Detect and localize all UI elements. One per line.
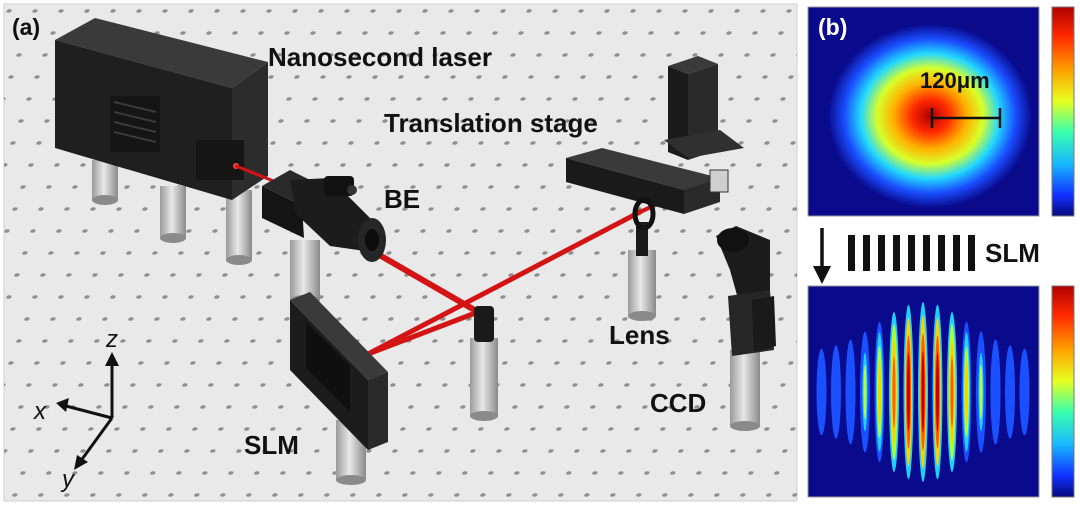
slm-label: SLM — [244, 432, 299, 458]
fringe — [936, 353, 939, 432]
fringe — [994, 368, 997, 415]
fringe — [907, 353, 910, 432]
fringe — [1009, 371, 1012, 413]
fringe — [922, 352, 925, 433]
ccd-label: CCD — [650, 390, 706, 416]
interference-fringes-heatmap — [808, 286, 1039, 497]
fringe — [893, 356, 896, 428]
slm-grating-label: SLM — [985, 240, 1040, 266]
lens-label: Lens — [609, 322, 670, 348]
fringe — [965, 360, 968, 423]
x-axis-label: x — [34, 400, 46, 424]
down-arrow-icon — [813, 228, 831, 284]
fringe — [835, 371, 838, 413]
be-label: BE — [384, 186, 420, 212]
fringe — [1023, 373, 1026, 412]
top-colorbar — [1052, 7, 1074, 216]
bottom-colorbar — [1052, 286, 1074, 497]
y-axis-label: y — [62, 468, 74, 492]
fringe — [878, 360, 881, 423]
panel-a-tag: (a) — [12, 16, 40, 39]
panel-b-tag: (b) — [818, 16, 847, 39]
laser-label: Nanosecond laser — [268, 44, 492, 70]
panel-a — [4, 4, 797, 501]
slm-grating-icon — [848, 235, 975, 271]
stage-label: Translation stage — [384, 110, 598, 136]
fringe — [849, 368, 852, 415]
scale-bar-label: 120μm — [920, 70, 990, 92]
fringe — [820, 373, 823, 412]
fringe — [980, 365, 983, 420]
fringe — [864, 365, 867, 420]
fringe — [951, 356, 954, 428]
mirror-icon — [470, 306, 498, 421]
z-axis-label: z — [106, 328, 118, 352]
